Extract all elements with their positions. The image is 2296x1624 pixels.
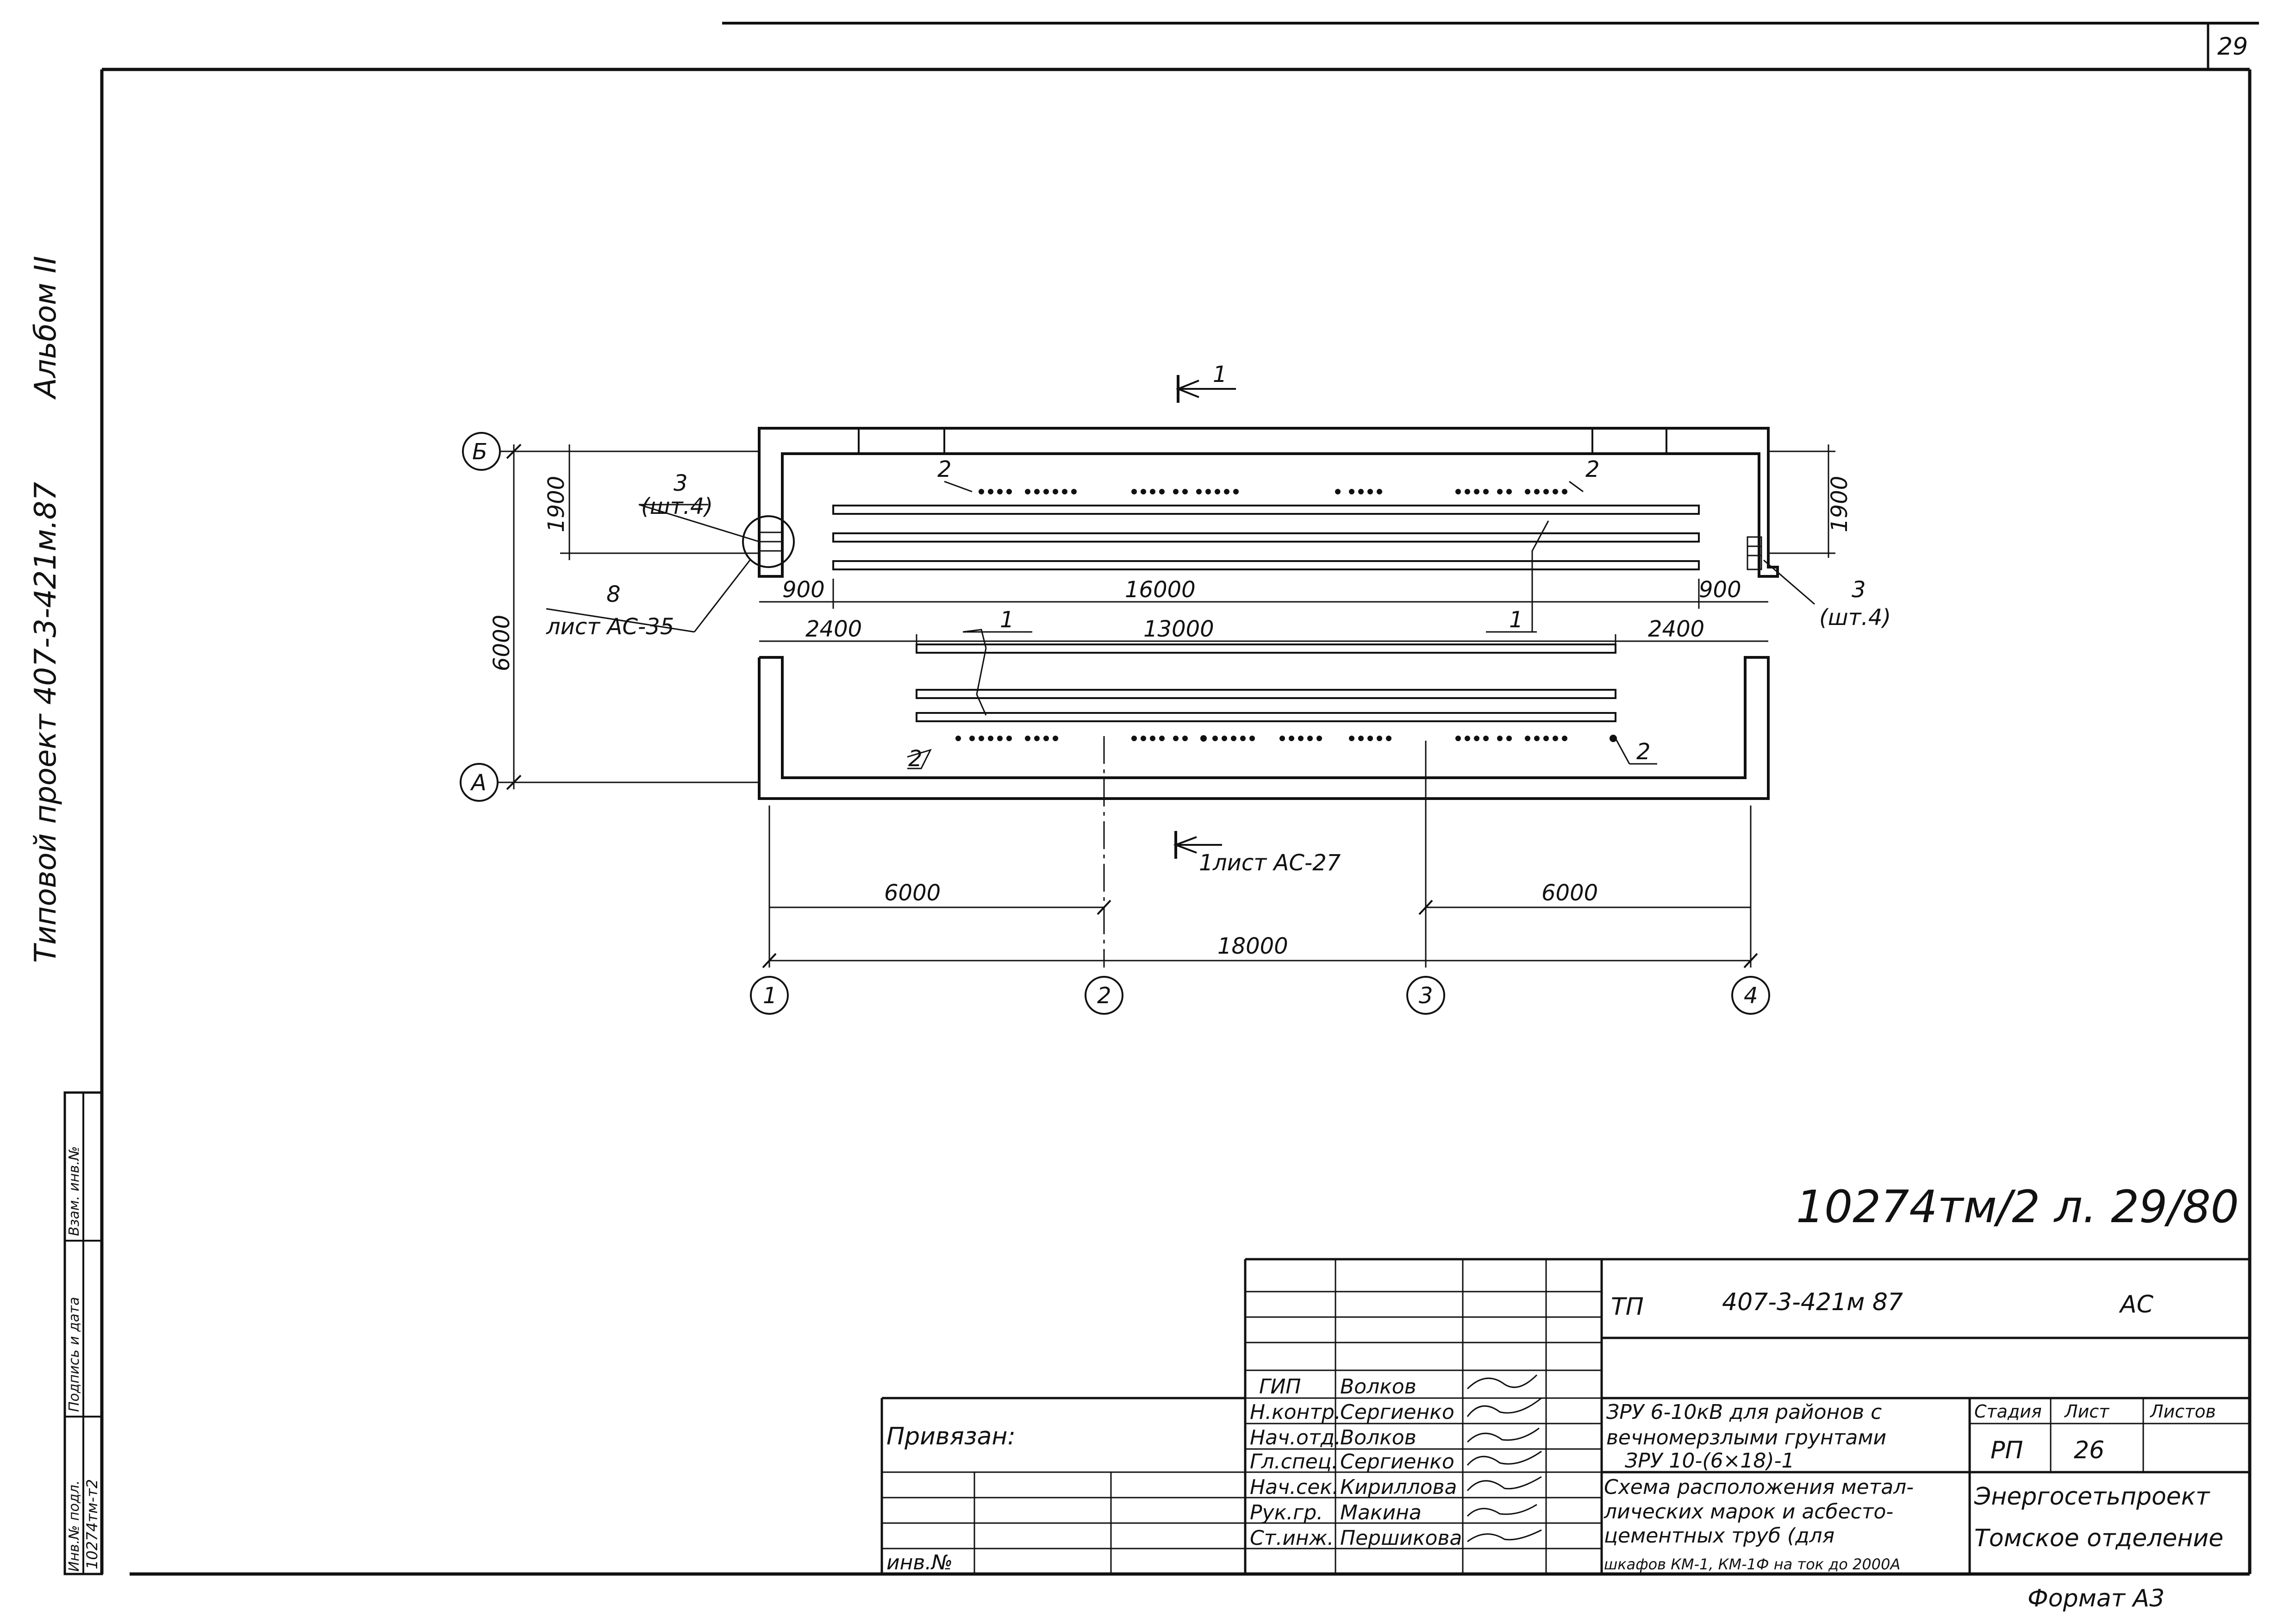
dim-6000-right: 6000 [1541, 880, 1598, 906]
staff-role-7: Ст.инж. [1250, 1526, 1334, 1550]
drawing-title-4: шкафов КМ-1, КМ-1Ф на ток до 2000А [1604, 1555, 1900, 1573]
section-mark-top: 1 [1175, 362, 1236, 403]
object-line-2: вечномерзлыми грунтами [1606, 1426, 1886, 1449]
callout-2-lower-left: 2 [908, 746, 923, 772]
dim-6000-left: 6000 [884, 880, 941, 906]
staff-list: ГИП Волков Н.контр. Сергиенко Нач.отд. В… [1250, 1375, 1462, 1550]
dimensions: 6000 1900 1900 900 16000 900 2400 13000 … [489, 443, 1853, 968]
callout-8: 8 [606, 581, 621, 607]
axis-letters: Б А [460, 432, 759, 802]
callout-3-left: 3 [674, 470, 688, 496]
drawing-title-2: лических марок и асбесто- [1603, 1500, 1893, 1524]
handwritten-reference: 10274тм/2 л. 29/80 [1796, 1181, 2239, 1233]
signature-marks [1466, 1374, 1542, 1543]
object-line-1: ЗРУ 6-10кВ для районов с [1606, 1400, 1882, 1424]
section-mark-bottom-sheet: лист АС-27 [1212, 850, 1341, 876]
dim-2400-right: 2400 [1648, 616, 1704, 642]
staff-name-3: Волков [1340, 1426, 1416, 1449]
title-block [880, 1258, 2250, 1574]
sheet-value: 26 [2074, 1437, 2104, 1464]
staff-role-4: Гл.спец. [1250, 1450, 1338, 1474]
drawing-title-3: цементных труб (для [1604, 1524, 1834, 1548]
axis-numbers: 1 2 3 4 [750, 736, 1770, 1015]
staff-name-4: Сергиенко [1340, 1450, 1454, 1474]
axis-b-label: Б [472, 439, 487, 465]
staff-name-7: Першикова [1340, 1526, 1462, 1550]
stamp-cell-3: Инв.№ подл. [66, 1480, 82, 1572]
dim-900-right: 900 [1699, 577, 1741, 603]
object-line-3: ЗРУ 10-(6×18)-1 [1625, 1449, 1794, 1473]
callout-3-right: 3 [1852, 577, 1866, 603]
dim-6000-vertical: 6000 [489, 615, 515, 671]
dim-2400-left: 2400 [805, 616, 862, 642]
staff-name-2: Сергиенко [1340, 1400, 1454, 1424]
sheet-header: Лист [2064, 1401, 2110, 1422]
stage-value: РП [1990, 1437, 2023, 1464]
dim-900-left: 900 [782, 577, 825, 603]
staff-role-3: Нач.отд. [1250, 1426, 1341, 1449]
callout-1-upper: 1 [1509, 607, 1523, 633]
axis-2-label: 2 [1097, 983, 1111, 1009]
org-line-2: Томское отделение [1974, 1524, 2223, 1552]
org-line-1: Энергосетьпроект [1974, 1483, 2210, 1511]
building-plan [546, 427, 1815, 800]
album-label: Альбом II [29, 256, 63, 400]
staff-role-2: Н.контр. [1250, 1400, 1341, 1424]
axis-3-label: 3 [1419, 983, 1433, 1009]
section-code: АС [2119, 1291, 2154, 1318]
sheet-format: Формат А3 [2028, 1585, 2165, 1612]
embedded-marks-upper [979, 489, 1567, 494]
stage-header: Стадия [1974, 1401, 2042, 1422]
dim-16000: 16000 [1125, 577, 1196, 603]
project-code-prefix: ТП [1611, 1293, 1644, 1321]
staff-name-5: Кириллова [1340, 1475, 1457, 1499]
dim-1900-right: 1900 [1827, 476, 1853, 532]
dim-1900-left: 1900 [543, 476, 569, 532]
stamp-value: 10274тм-т2 [83, 1479, 101, 1569]
section-mark-bottom-label: 1 [1199, 850, 1213, 876]
project-code: 407-3-421м 87 [1722, 1288, 1903, 1316]
dim-18000: 18000 [1217, 933, 1288, 959]
staff-role-6: Рук.гр. [1250, 1501, 1323, 1524]
stamp-cell-1: Взам. инв.№ [66, 1146, 82, 1236]
page-number: 29 [2217, 33, 2248, 61]
dim-13000: 13000 [1143, 616, 1214, 642]
stamp-cell-2: Подпись и дата [66, 1297, 82, 1412]
inv-label: инв.№ [886, 1551, 953, 1574]
left-stamp: Взам. инв.№ Подпись и дата Инв.№ подл. 1… [63, 1091, 103, 1575]
staff-role-1: ГИП [1259, 1375, 1301, 1399]
sheets-header: Листов [2149, 1401, 2216, 1422]
section-mark-top-label: 1 [1213, 362, 1227, 387]
staff-role-5: Нач.сек. [1250, 1475, 1339, 1499]
axis-a-label: А [470, 770, 487, 796]
axis-4-label: 4 [1744, 983, 1758, 1009]
staff-name-1: Волков [1340, 1375, 1416, 1399]
callout-3-right-qty: (шт.4) [1819, 605, 1891, 631]
section-mark-bottom: 1 лист АС-27 [1173, 831, 1341, 876]
callout-1-lower: 1 [1000, 607, 1014, 633]
callouts: 3 (шт.4) 8 лист АС-35 3 (шт.4) 1 1 2 2 2… [546, 456, 1891, 772]
callout-2-upper-left: 2 [937, 456, 952, 482]
callout-2-lower-right: 2 [1636, 739, 1651, 765]
callout-2-upper-right: 2 [1585, 456, 1600, 482]
drawing-title-1: Схема расположения метал- [1604, 1475, 1914, 1499]
sheet-frame [100, 22, 2259, 1576]
attached-label: Привязан: [886, 1423, 1016, 1450]
callout-3-left-qty: (шт.4) [641, 493, 713, 519]
staff-name-6: Макина [1340, 1501, 1422, 1524]
callout-8-sheet: лист АС-35 [546, 614, 674, 640]
project-label: Типовой проект 407-3-421м.87 [29, 482, 63, 963]
axis-1-label: 1 [763, 983, 777, 1009]
embedded-marks-lower [955, 735, 1617, 742]
